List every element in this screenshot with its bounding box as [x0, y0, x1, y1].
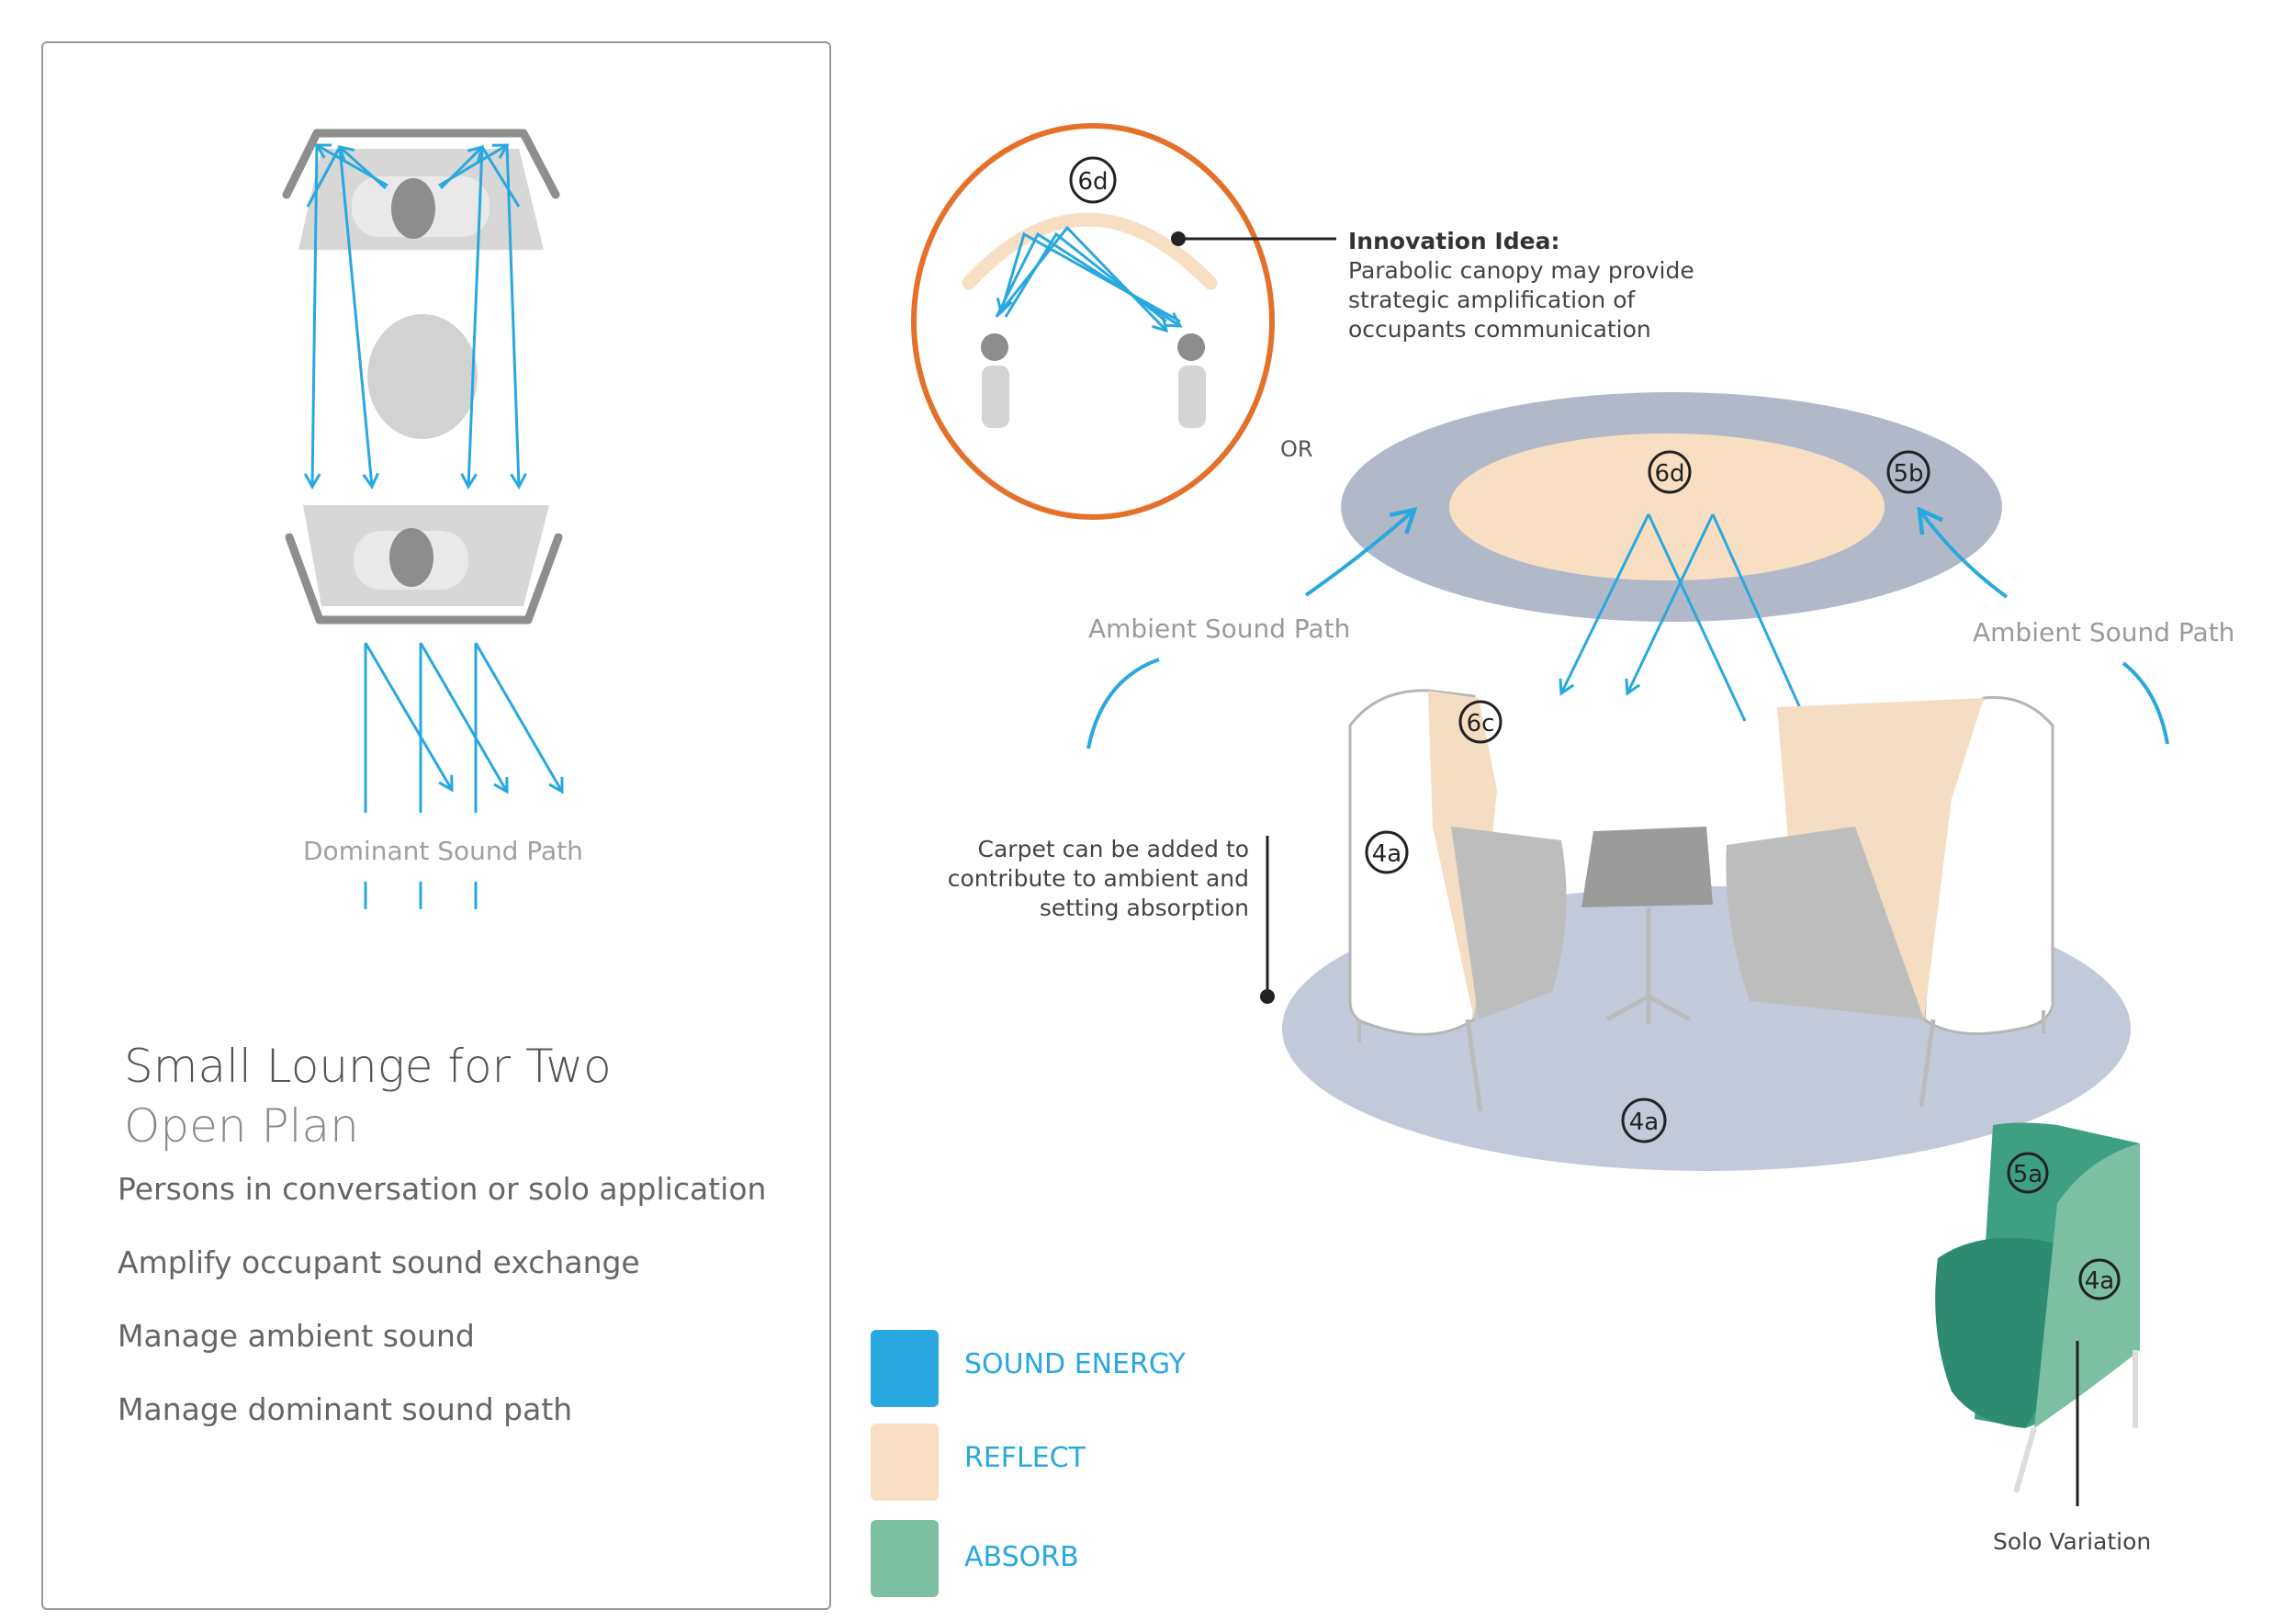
tag-4a-carpet-circle	[1621, 1098, 1667, 1143]
parabolic-canopy	[962, 212, 1218, 290]
person-head-right	[1177, 333, 1205, 361]
tag-4a-carpet-label: 4a	[1629, 1109, 1659, 1136]
legend-swatch-sound-energy	[871, 1330, 939, 1407]
solo-variation-label: Solo Variation	[1993, 1528, 2152, 1555]
tag-5a-label: 5a	[2013, 1161, 2043, 1188]
plan-seat-bottom-shell	[285, 533, 563, 625]
tag-4a-side-label: 4a	[1372, 840, 1401, 868]
carpet-note-line: contribute to ambient and	[947, 865, 1249, 892]
tag-canopy-5b-label: 5b	[1893, 460, 1923, 488]
solo-chair-seat	[1935, 1237, 2066, 1428]
carpet-note-line: Carpet can be added to	[977, 836, 1249, 862]
goal-item: Persons in conversation or solo applicat…	[118, 1171, 767, 1207]
goal-item: Manage dominant sound path	[118, 1391, 573, 1427]
goal-item: Amplify occupant sound exchange	[118, 1244, 640, 1280]
dominant-sound-path-label: Dominant Sound Path	[303, 836, 583, 866]
tag-6c-circle	[1458, 700, 1503, 744]
tag-canopy-6d-label: 6d	[1654, 460, 1684, 488]
plan-view	[282, 129, 564, 909]
right-chair-seat	[1726, 827, 1924, 1019]
tag-4a-side-circle	[1365, 830, 1409, 874]
solo-chair-side	[2034, 1143, 2140, 1428]
legend-label-reflect: REFLECT	[964, 1442, 1086, 1474]
table-base	[1605, 994, 1692, 1024]
plan-person-top	[391, 178, 435, 239]
table-top	[1581, 827, 1713, 907]
left-chair-seat	[1451, 827, 1567, 1019]
tag-4a-solo-circle	[2078, 1258, 2121, 1300]
tag-6d-circle	[1069, 156, 1117, 204]
person-head-left	[981, 333, 1008, 361]
tag-4a-solo-label: 4a	[2085, 1267, 2114, 1295]
goal-item: Manage ambient sound	[118, 1318, 475, 1354]
ambient-path-right-label: Ambient Sound Path	[1973, 617, 2235, 647]
tag-canopy-5b-circle	[1886, 450, 1930, 494]
page-subtitle: Open Plan	[124, 1099, 359, 1153]
plan-person-bottom	[389, 528, 433, 587]
tag-6c-label: 6c	[1467, 710, 1495, 737]
ambient-path-left-label: Ambient Sound Path	[1088, 614, 1351, 644]
innovation-line: Parabolic canopy may provide	[1348, 257, 1694, 284]
canopy-reflect-core	[1449, 433, 1885, 580]
carpet-note-line: setting absorption	[1039, 895, 1249, 921]
page-title: Small Lounge for Two	[124, 1040, 612, 1093]
tag-6d-label: 6d	[1077, 168, 1108, 196]
right-chair-inner	[1777, 698, 1984, 1019]
tag-canopy-6d-circle	[1648, 450, 1692, 494]
innovation-heading: Innovation Idea:	[1348, 228, 1560, 254]
legend-swatch-absorb	[871, 1520, 939, 1597]
person-body-right	[1178, 366, 1206, 428]
legend-label-absorb: ABSORB	[964, 1541, 1079, 1573]
legend-swatch-reflect	[871, 1424, 939, 1501]
person-body-left	[982, 366, 1009, 428]
innovation-line: strategic amplification of	[1348, 287, 1636, 313]
innovation-ring	[911, 123, 1275, 520]
plan-table	[367, 314, 478, 439]
tag-5a-circle	[2007, 1152, 2049, 1194]
plan-seat-top-shell	[282, 129, 560, 199]
solo-chair	[1935, 1122, 2140, 1506]
innovation-detail	[911, 123, 1336, 520]
lounge-iso	[1260, 689, 2131, 1171]
or-label: OR	[1280, 436, 1313, 462]
carpet-callout-dot	[1260, 989, 1275, 1004]
canopy-overhead	[1086, 392, 2169, 749]
plan-panel	[41, 41, 831, 1610]
innovation-line: occupants communication	[1348, 316, 1651, 343]
legend-label-sound-energy: SOUND ENERGY	[964, 1348, 1186, 1380]
